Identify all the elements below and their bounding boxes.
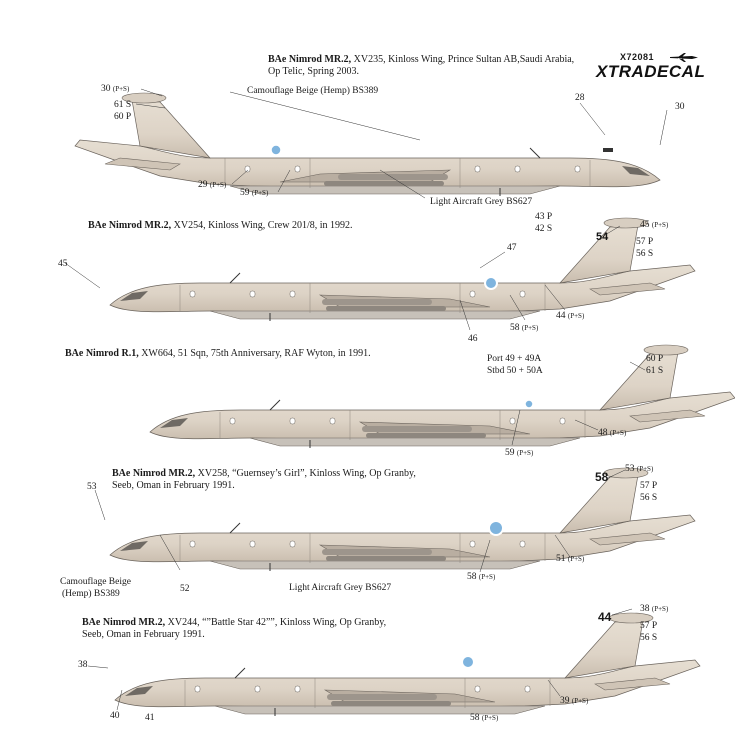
- label-56s-5: 56 S: [640, 633, 658, 643]
- label-51: 51 (P+S): [556, 554, 585, 564]
- label-57p: 57 P: [636, 237, 654, 247]
- label-53-nose: 53: [87, 482, 97, 492]
- brand-name: XTRADECAL: [596, 62, 706, 81]
- label-48: 48 (P+S): [598, 428, 627, 438]
- profile-5-caption: BAe Nimrod MR.2, XV244, “”Battle Star 42…: [82, 617, 387, 640]
- label-56s-4: 56 S: [640, 493, 658, 503]
- label-56s: 56 S: [636, 249, 654, 259]
- label-41: 41: [145, 713, 155, 723]
- label-47: 47: [507, 243, 517, 253]
- label-40: 40: [110, 711, 120, 721]
- label-61s-r1: 61 S: [646, 366, 664, 376]
- paint-beige-4b: (Hemp) BS389: [62, 589, 120, 599]
- stbd-note: Stbd 50 + 50A: [487, 366, 543, 376]
- paint-beige-4a: Camouflage Beige: [60, 577, 131, 587]
- jet-icon: [670, 53, 698, 62]
- label-46: 46: [468, 334, 478, 344]
- label-60p-r1: 60 P: [646, 354, 664, 364]
- label-45-tail: 45 (P+S): [640, 220, 669, 230]
- profile-4-caption: BAe Nimrod MR.2, XV258, “Guernsey’s Girl…: [112, 468, 416, 491]
- label-59-r1: 59 (P+S): [505, 448, 534, 458]
- product-code: X72081: [620, 52, 655, 62]
- port-note: Port 49 + 49A: [487, 354, 542, 364]
- label-29: 29 (P+S): [198, 180, 227, 190]
- label-28: 28: [575, 93, 585, 103]
- label-58: 58 (P+S): [510, 323, 539, 333]
- label-38-tail: 38 (P+S): [640, 604, 669, 614]
- label-30: 30 (P+S): [101, 84, 130, 94]
- profile-2-caption: BAe Nimrod MR.2, XV254, Kinloss Wing, Cr…: [88, 220, 353, 231]
- paint-grey-4: Light Aircraft Grey BS627: [289, 583, 392, 593]
- label-58-5: 58 (P+S): [470, 713, 499, 723]
- label-57p-5: 57 P: [640, 621, 658, 631]
- profile-3-caption: BAe Nimrod R.1, XW664, 51 Sqn, 75th Anni…: [65, 348, 371, 359]
- label-61s: 61 S: [114, 100, 132, 110]
- label-59: 59 (P+S): [240, 188, 269, 198]
- label-53-tail: 53 (P+S): [625, 464, 654, 474]
- label-45-nose: 45: [58, 259, 68, 269]
- label-42s: 42 S: [535, 224, 553, 234]
- paint-beige-1: Camouflage Beige (Hemp) BS389: [247, 86, 379, 96]
- label-52: 52: [180, 584, 190, 594]
- label-38-nose: 38: [78, 660, 88, 670]
- label-58-4: 58 (P+S): [467, 572, 496, 582]
- tail-code-44: 44: [598, 610, 612, 624]
- tail-code-58: 58: [595, 470, 609, 484]
- label-43p: 43 P: [535, 212, 553, 222]
- brand-logo: X72081 XTRADECAL: [596, 52, 724, 82]
- tail-code-54: 54: [596, 231, 609, 243]
- label-39: 39 (P+S): [560, 696, 589, 706]
- profile-1-caption: BAe Nimrod MR.2, XV235, Kinloss Wing, Pr…: [268, 54, 575, 77]
- paint-grey-1: Light Aircraft Grey BS627: [430, 197, 533, 207]
- label-44: 44 (P+S): [556, 311, 585, 321]
- label-60p: 60 P: [114, 112, 132, 122]
- label-30-right: 30: [675, 102, 685, 112]
- label-57p-4: 57 P: [640, 481, 658, 491]
